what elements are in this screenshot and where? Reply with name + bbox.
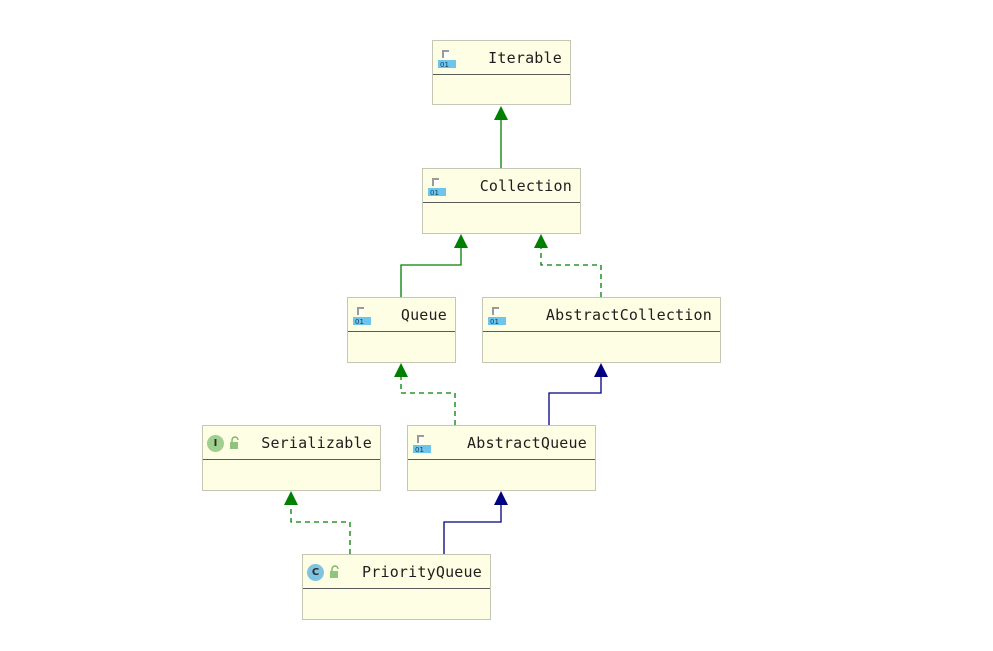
svg-text:01: 01 bbox=[355, 318, 364, 326]
node-header: I Serializable bbox=[203, 426, 380, 460]
interface-file-icon: 01 bbox=[413, 435, 431, 454]
node-header: 01 Iterable bbox=[433, 41, 570, 75]
node-serializable[interactable]: I Serializable bbox=[202, 425, 381, 491]
interface-file-icon: 01 bbox=[488, 307, 506, 326]
node-header: 01 Queue bbox=[348, 298, 455, 332]
node-label: AbstractCollection bbox=[545, 306, 712, 324]
node-label: Collection bbox=[479, 177, 572, 195]
node-header: 01 Collection bbox=[423, 169, 580, 203]
edge-abstractqueue-abstractcollection bbox=[548, 363, 608, 425]
node-abstractqueue[interactable]: 01 AbstractQueue bbox=[407, 425, 596, 491]
class-badge-icon: C bbox=[307, 564, 324, 581]
node-label: AbstractQueue bbox=[467, 434, 587, 452]
interface-file-icon: 01 bbox=[353, 307, 371, 326]
node-header: 01 AbstractQueue bbox=[408, 426, 595, 460]
node-queue[interactable]: 01 Queue bbox=[347, 297, 456, 363]
node-label: Serializable bbox=[261, 434, 372, 452]
node-label: Iterable bbox=[488, 49, 562, 67]
edge-collection-iterable bbox=[494, 106, 508, 168]
node-priorityqueue[interactable]: C PriorityQueue bbox=[302, 554, 491, 620]
svg-text:01: 01 bbox=[490, 318, 499, 326]
node-collection[interactable]: 01 Collection bbox=[422, 168, 581, 234]
svg-text:01: 01 bbox=[430, 189, 439, 197]
unlock-icon bbox=[230, 436, 239, 449]
edge-queue-collection bbox=[400, 234, 468, 297]
node-label: PriorityQueue bbox=[362, 563, 482, 581]
unlock-icon bbox=[330, 565, 339, 578]
interface-file-icon: 01 bbox=[428, 178, 446, 197]
edge-abstractcollection-collection bbox=[534, 234, 602, 297]
svg-text:01: 01 bbox=[440, 61, 449, 69]
edge-abstractqueue-queue bbox=[394, 363, 456, 425]
node-header: C PriorityQueue bbox=[303, 555, 490, 589]
edge-priorityqueue-serializable bbox=[284, 491, 351, 554]
svg-text:01: 01 bbox=[415, 446, 424, 454]
interface-file-icon: 01 bbox=[438, 50, 456, 69]
node-abstractcollection[interactable]: 01 AbstractCollection bbox=[482, 297, 721, 363]
node-label: Queue bbox=[400, 306, 447, 324]
node-iterable[interactable]: 01 Iterable bbox=[432, 40, 571, 105]
interface-badge-icon: I bbox=[207, 435, 224, 452]
edge-priorityqueue-abstractqueue bbox=[443, 491, 508, 554]
node-header: 01 AbstractCollection bbox=[483, 298, 720, 332]
